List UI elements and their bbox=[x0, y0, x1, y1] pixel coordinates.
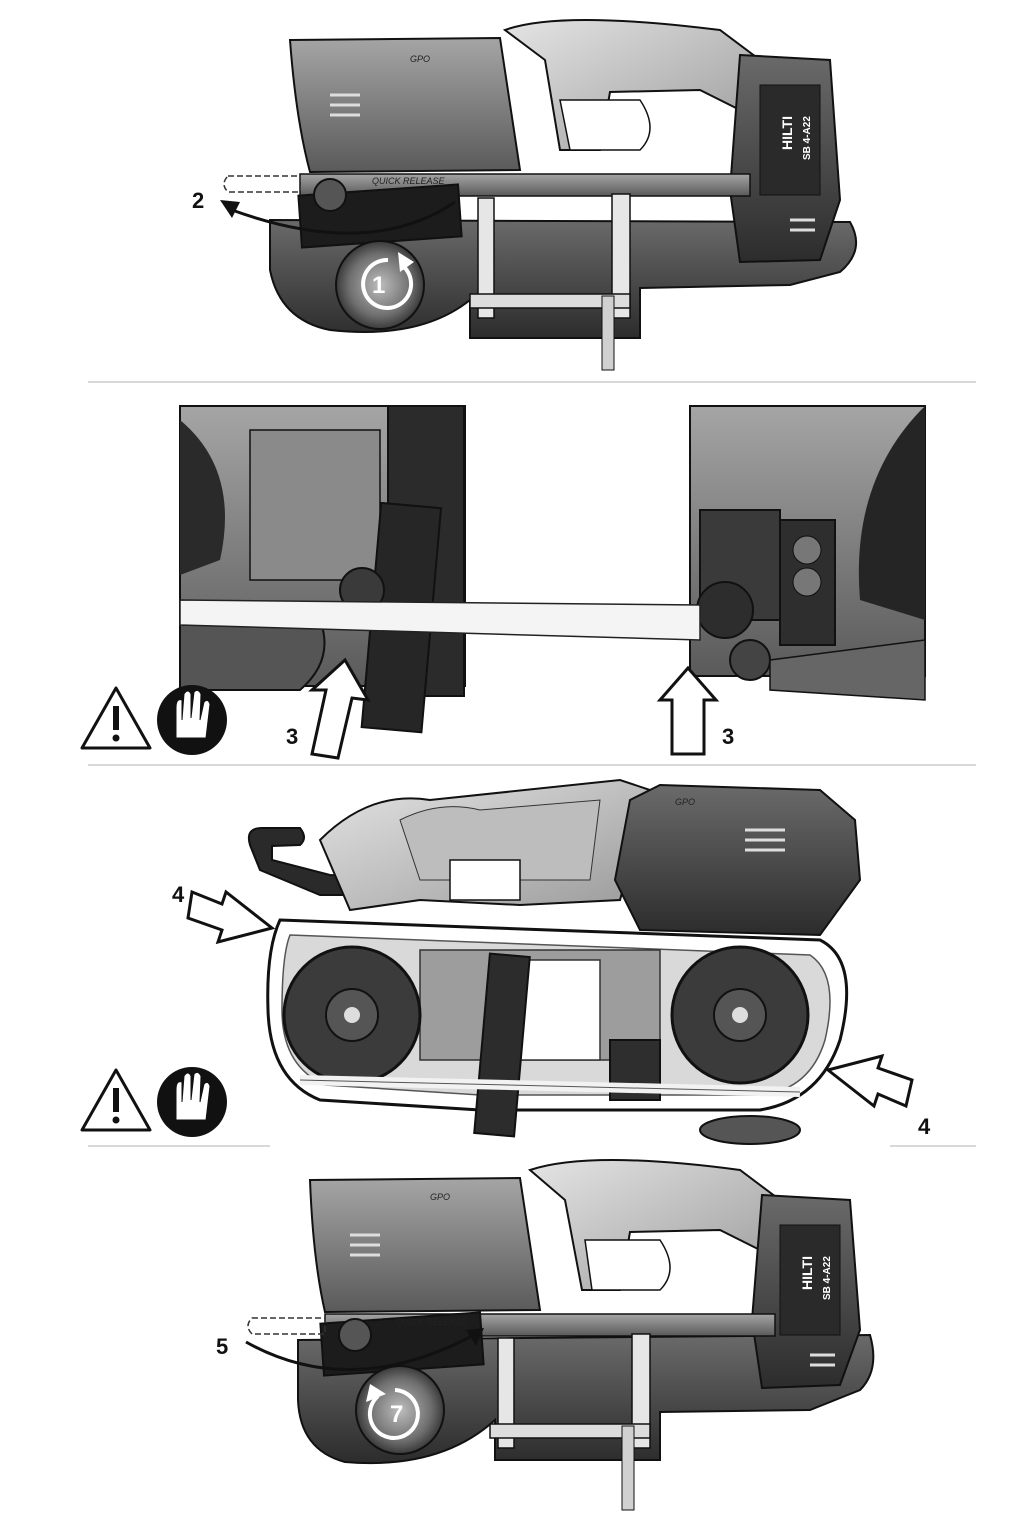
gloves-icon bbox=[157, 1067, 227, 1137]
panel-1-step-1-rotation-arrow bbox=[361, 257, 414, 310]
panel-3-step-4-arrow-right bbox=[824, 1053, 914, 1109]
panel-1-step-2-arrow bbox=[231, 200, 456, 235]
panel-1-saw bbox=[223, 19, 858, 371]
panel-4-cover-mark: GPO bbox=[430, 1192, 450, 1202]
panel-4-step-5-number: 5 bbox=[216, 1334, 228, 1359]
panel-3-step-4-number-left: 4 bbox=[172, 882, 185, 907]
warning-icon bbox=[80, 1068, 152, 1132]
panel-3-cover-mark: GPO bbox=[675, 797, 695, 807]
panel-3-step-4-number-right: 4 bbox=[918, 1114, 931, 1139]
panel-4-tool-label: SB 4-A22 bbox=[822, 1256, 833, 1300]
panel-1-cover-mark: GPO bbox=[410, 54, 430, 64]
panel-1-brand-text: HILTI bbox=[779, 116, 795, 150]
panel-4-brand-text: HILTI bbox=[799, 1256, 815, 1290]
panel-4-saw bbox=[247, 1159, 875, 1511]
panel-2-step-3-number-left: 3 bbox=[286, 724, 298, 749]
panel-3-saw-open bbox=[247, 778, 862, 1145]
panel-4-step-7-rotation-arrow bbox=[367, 1388, 420, 1440]
panel-1-step-1-number: 1 bbox=[372, 272, 385, 299]
panel-1-lever-label: QUICK RELEASE bbox=[372, 176, 446, 186]
panel-1-tool-label: SB 4-A22 bbox=[802, 116, 813, 160]
panel-2-step-3-arrow-left bbox=[308, 657, 371, 760]
panel-1-step-2-arrowhead bbox=[220, 200, 240, 218]
panel-4-step-5-arrow bbox=[245, 1334, 473, 1371]
panel-3-step-4-arrow-left bbox=[186, 889, 276, 945]
panel-4-step-7-arrowhead bbox=[366, 1384, 386, 1402]
panel-4-step-7-number: 7 bbox=[390, 1401, 403, 1428]
panel-2-step-3-number-right: 3 bbox=[722, 724, 734, 749]
panel-2-step-3-arrow-right bbox=[656, 665, 720, 756]
panel-1-step-1-arrowhead bbox=[398, 252, 414, 272]
panel-4-lever-label: QUICK RELEASE bbox=[395, 1317, 469, 1327]
panel-1-step-2-number: 2 bbox=[192, 188, 204, 213]
panel-2-closeup bbox=[179, 405, 926, 734]
warning-icon bbox=[80, 686, 152, 750]
gloves-icon bbox=[157, 685, 227, 755]
panel-4-step-5-arrowhead bbox=[466, 1328, 484, 1346]
